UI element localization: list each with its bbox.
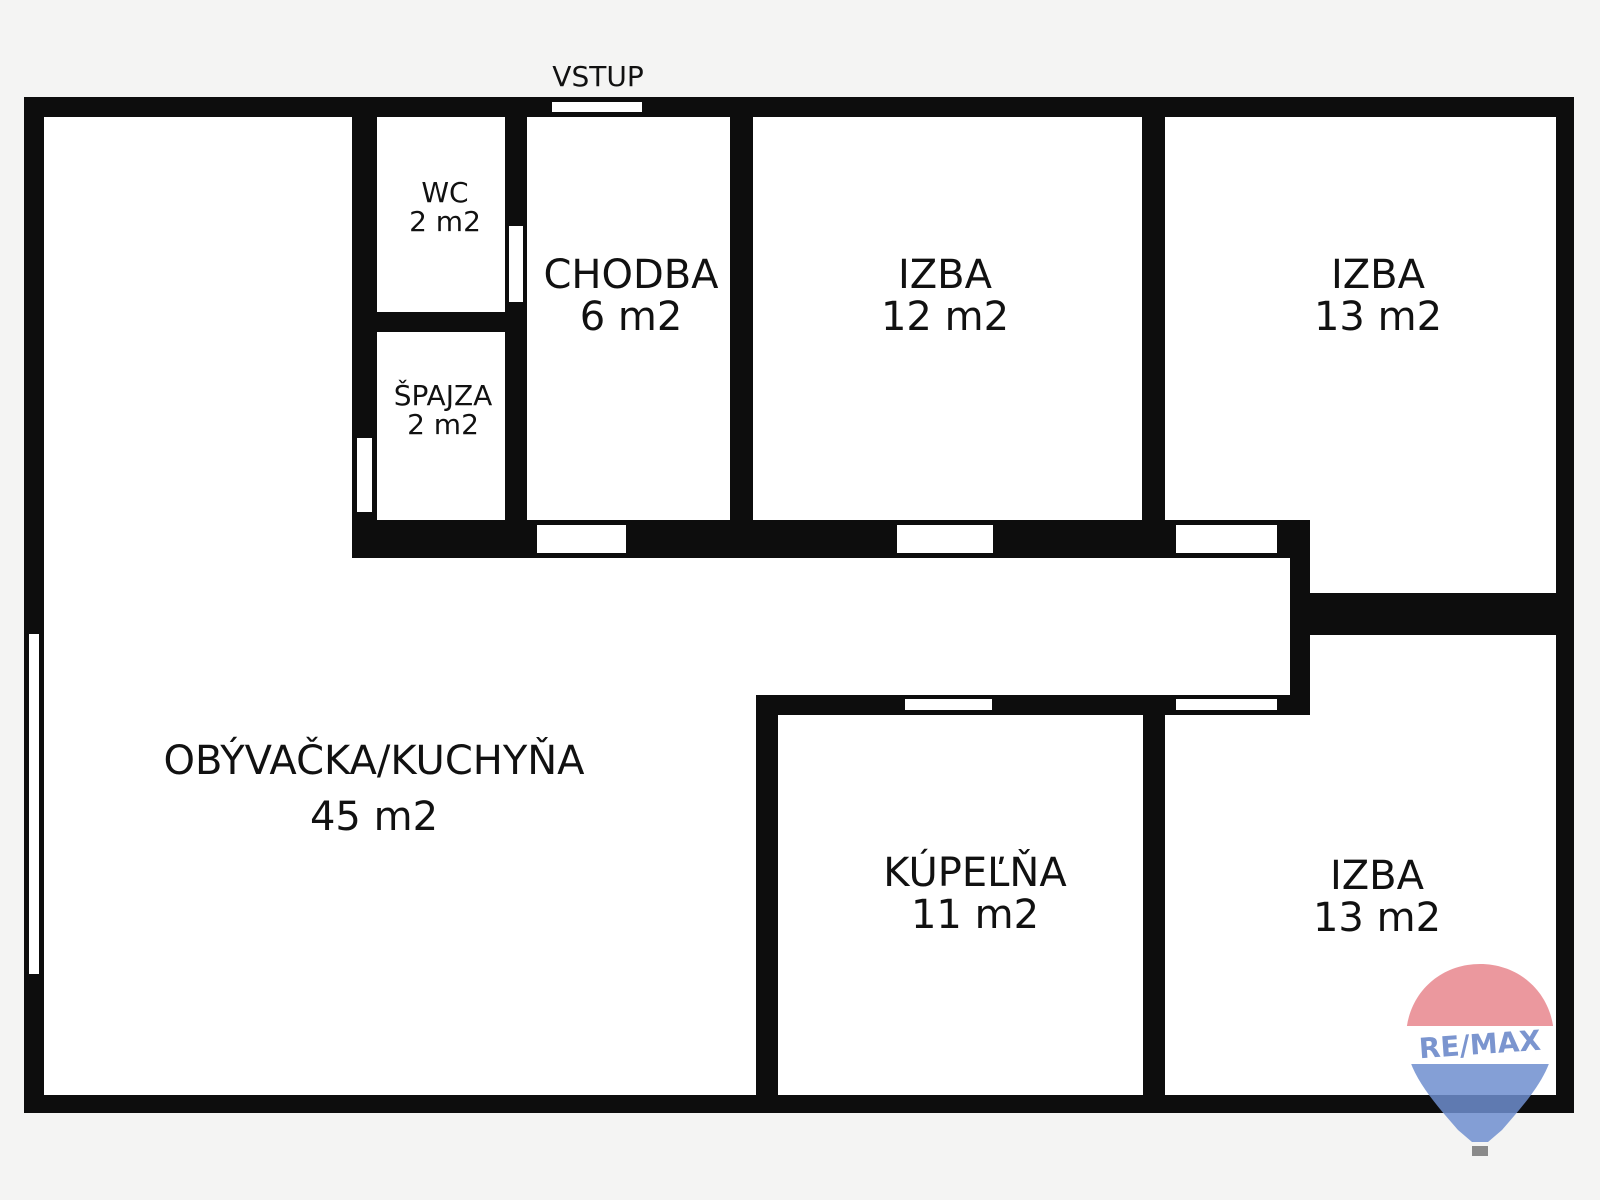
room-living-kitchen-area: 45 m2 <box>309 794 439 840</box>
room-izba-2: IZBA 13 m2 <box>1314 254 1442 338</box>
room-living-kitchen-name: OBÝVAČKA/KUCHYŇA <box>163 738 585 784</box>
room-bathroom-area: 11 m2 <box>910 892 1040 938</box>
entrance-text: VSTUP <box>552 60 644 93</box>
entrance-label: VSTUP <box>552 60 644 93</box>
door-bathroom <box>903 697 994 712</box>
wall-corridor-top <box>352 520 1310 558</box>
entrance-door <box>550 100 644 114</box>
room-hall-name: CHODBA <box>543 252 719 298</box>
balloon-basket <box>1472 1146 1488 1156</box>
door-wc <box>507 224 525 304</box>
room-izba-3: IZBA 13 m2 <box>1313 855 1441 939</box>
room-wc-area: 2 m2 <box>409 205 481 239</box>
wall-corridor-bottom <box>756 695 1310 715</box>
outer-wall-top <box>24 97 1574 117</box>
room-izba-1: IZBA 12 m2 <box>881 254 1009 338</box>
door-pantry <box>355 436 374 514</box>
room-bathroom-name: KÚPEĽŇA <box>883 850 1067 896</box>
wall-wc-pantry <box>377 312 505 332</box>
wall-room1-room2 <box>1142 97 1165 522</box>
door-room3 <box>1174 697 1279 712</box>
room-wc: WC 2 m2 <box>409 178 481 237</box>
room-izba-1-area: 12 m2 <box>880 294 1010 340</box>
remax-balloon-logo: RE/MAX <box>1406 964 1554 1156</box>
room-pantry-area: 2 m2 <box>407 408 479 442</box>
room-pantry: ŠPAJZA 2 m2 <box>394 381 493 440</box>
outer-wall-bottom <box>24 1095 1574 1113</box>
room-hall-area: 6 m2 <box>579 294 683 340</box>
wall-hall-room1 <box>730 97 753 522</box>
balcony-window <box>27 632 41 976</box>
wall-bath-room3 <box>1143 695 1165 1113</box>
room-izba-2-name: IZBA <box>1330 252 1425 298</box>
room-izba-1-name: IZBA <box>897 252 992 298</box>
door-room1 <box>895 523 995 555</box>
door-room2 <box>1174 523 1279 555</box>
room-wc-name: WC <box>421 176 469 209</box>
wall-room2-room3 <box>1290 593 1574 635</box>
room-hall: CHODBA 6 m2 <box>543 254 718 338</box>
room-living-kitchen: OBÝVAČKA/KUCHYŇA 45 m2 <box>163 740 584 838</box>
room-pantry-name: ŠPAJZA <box>393 379 493 412</box>
wall-living-bath <box>756 695 778 1113</box>
wall-wc-hall <box>505 97 527 522</box>
room-izba-2-area: 13 m2 <box>1313 294 1443 340</box>
door-hall <box>535 523 628 555</box>
room-bathroom: KÚPEĽŇA 11 m2 <box>883 852 1066 936</box>
room-izba-3-area: 13 m2 <box>1312 895 1442 941</box>
room-izba-3-name: IZBA <box>1329 853 1424 899</box>
